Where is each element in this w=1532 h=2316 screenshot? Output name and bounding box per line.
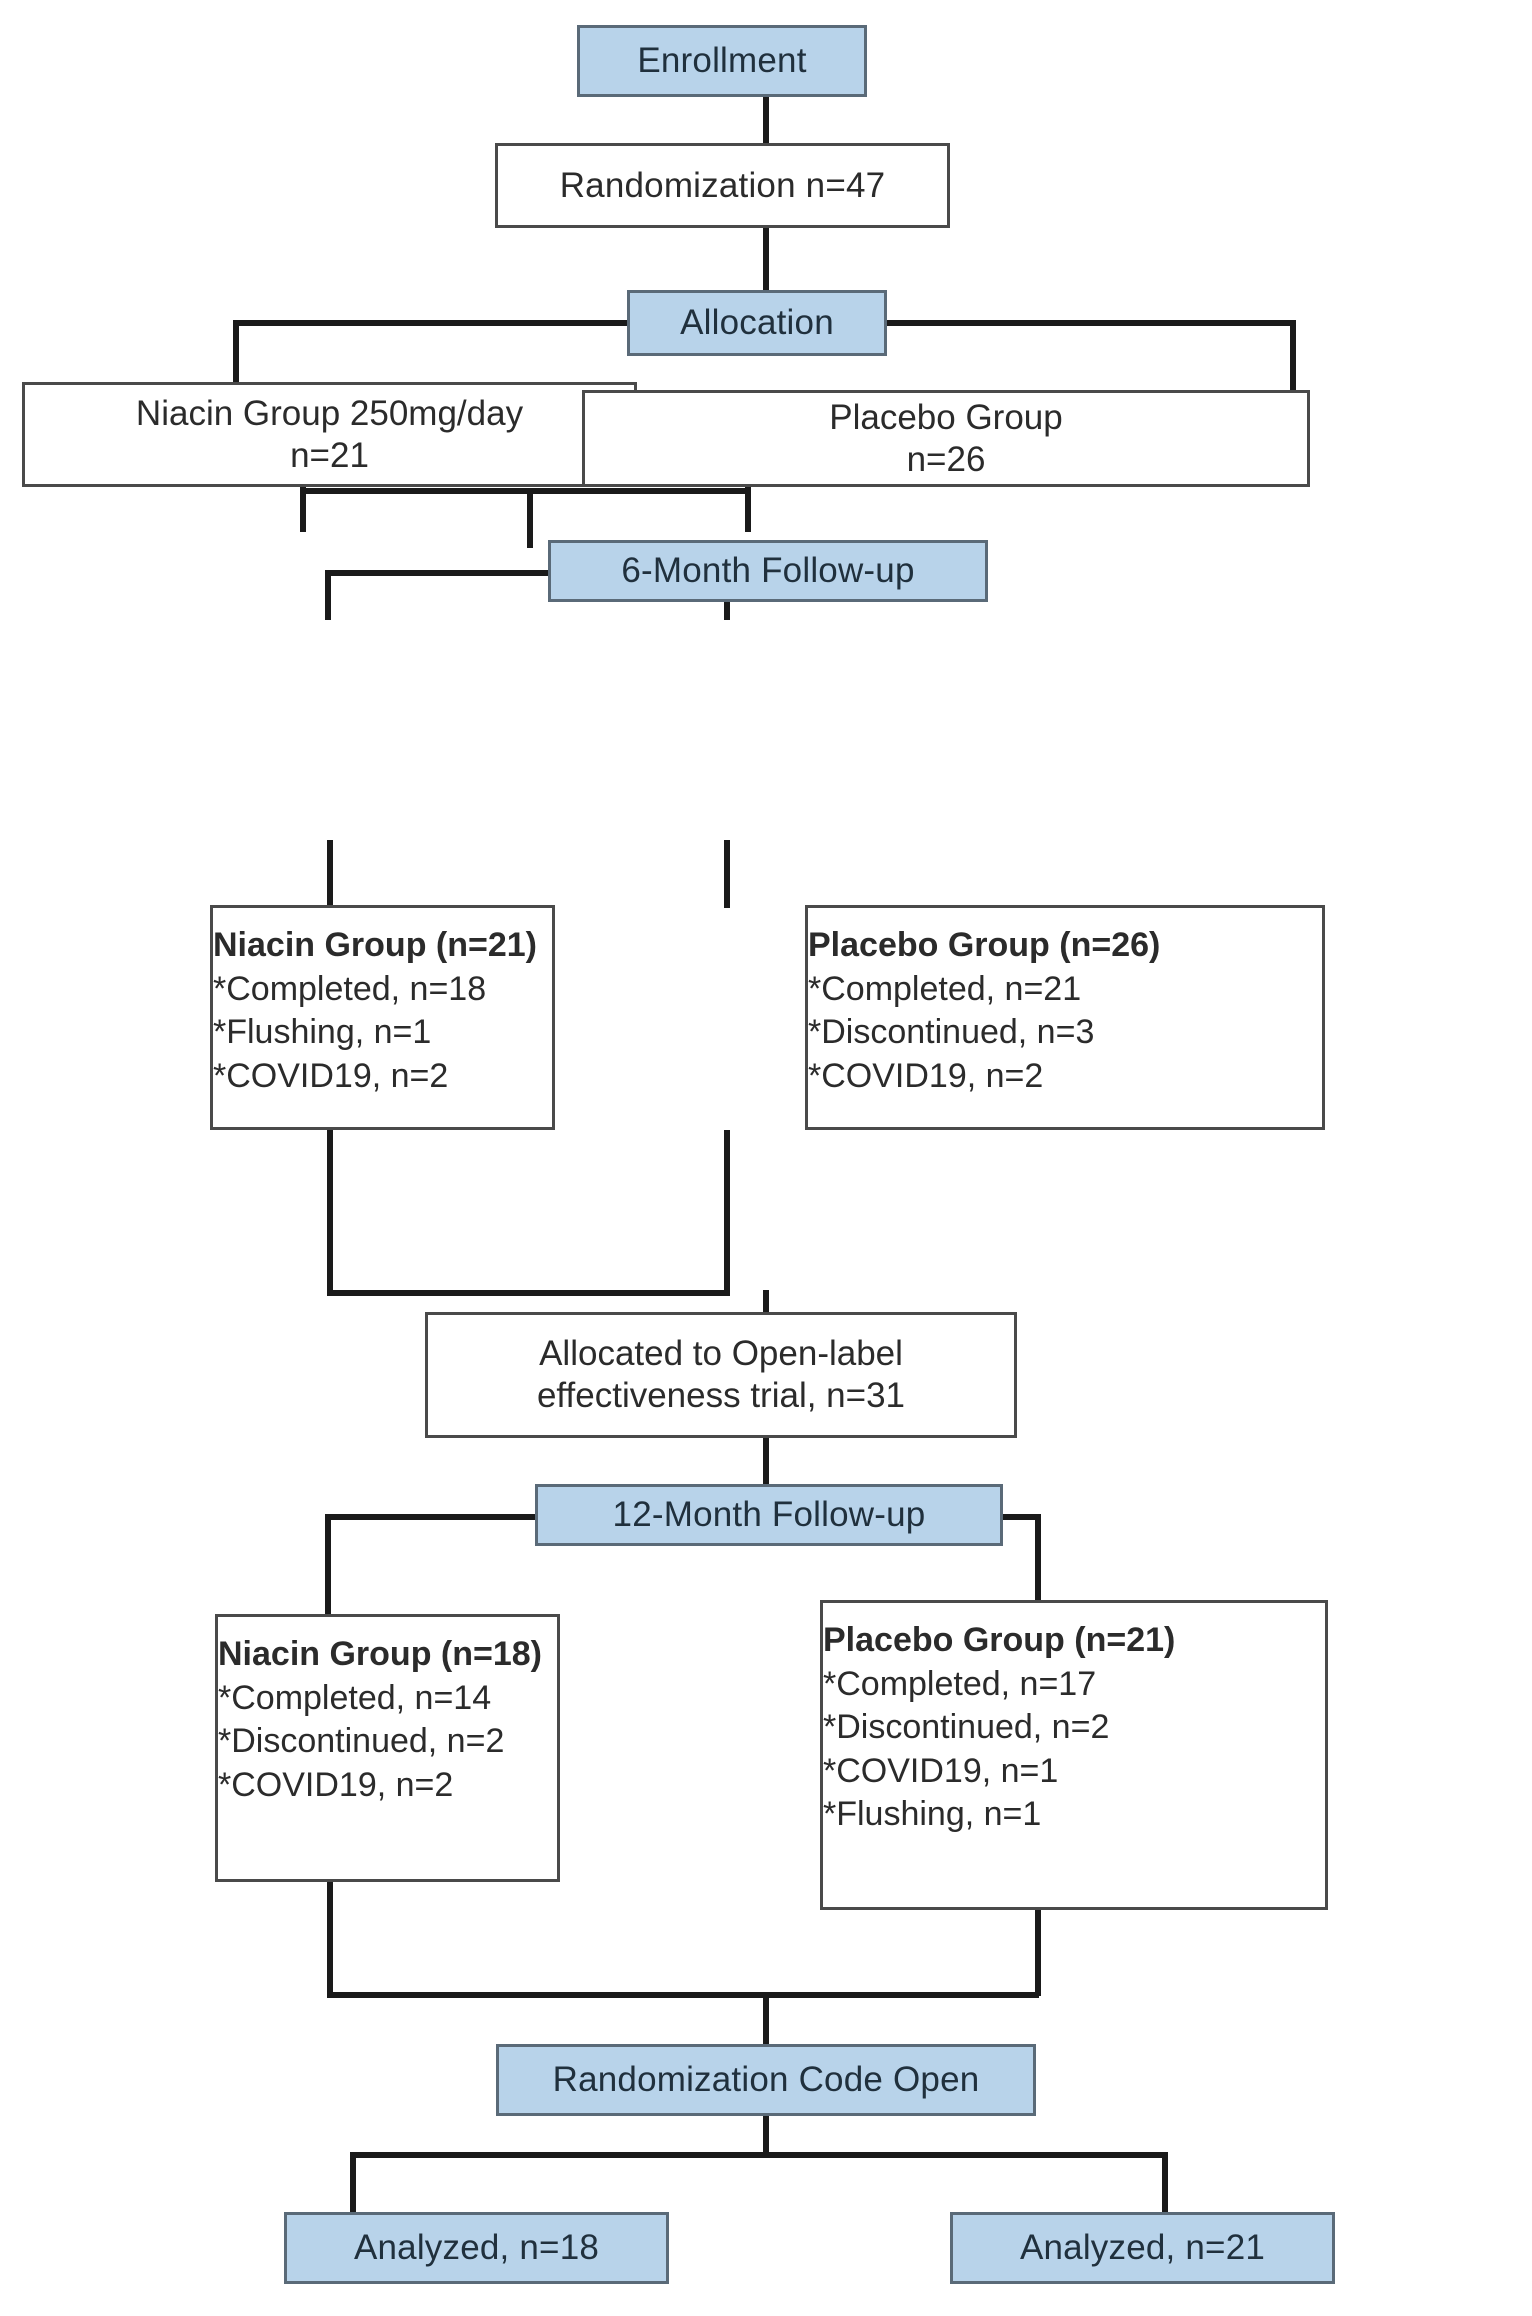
- node-placebo-6month-item-1: *Discontinued, n=3: [808, 1013, 1095, 1052]
- connector-randomization-to-allocation: [763, 226, 769, 300]
- node-niacin-allocation-line1: Niacin Group 250mg/day: [135, 393, 524, 433]
- connector-analyzed-split-bar: [350, 2152, 1168, 2158]
- node-allocation[interactable]: Allocation: [627, 290, 887, 356]
- node-placebo-allocation[interactable]: Placebo Group n=26: [582, 390, 1310, 487]
- connector-merge-to-6m: [527, 488, 533, 548]
- node-placebo-allocation-line1: Placebo Group: [829, 397, 1063, 437]
- connector-enrollment-to-randomization: [763, 95, 769, 145]
- connector-12m-split-bar-right: [1000, 1514, 1040, 1520]
- connector-12m-split-bar: [325, 1514, 735, 1520]
- node-enrollment[interactable]: Enrollment: [577, 25, 867, 97]
- node-open-label-line2: effectiveness trial, n=31: [536, 1376, 906, 1415]
- connector-12m-merge-bar: [327, 1992, 1039, 1998]
- node-niacin-6month[interactable]: Niacin Group (n=21) *Completed, n=18 *Fl…: [210, 905, 555, 1130]
- node-niacin-12month-item-1: *Discontinued, n=2: [218, 1722, 505, 1761]
- connector-niacin-alloc-down: [300, 482, 306, 532]
- connector-niacin6m-leg: [327, 1130, 333, 1296]
- node-placebo-6month[interactable]: Placebo Group (n=26) *Completed, n=21 *D…: [805, 905, 1325, 1130]
- node-analyzed-placebo-label: Analyzed, n=21: [1019, 2228, 1266, 2267]
- node-placebo-6month-heading: Placebo Group (n=26): [808, 926, 1161, 964]
- connector-allocation-right-drop: [1290, 320, 1296, 390]
- node-niacin-12month-heading: Niacin Group (n=18): [218, 1635, 542, 1673]
- node-placebo-6month-item-0: *Completed, n=21: [808, 969, 1082, 1008]
- connector-placebo-alloc-down: [745, 482, 751, 532]
- node-randomization[interactable]: Randomization n=47: [495, 143, 950, 228]
- node-open-label-line1: Allocated to Open-label: [539, 1334, 903, 1373]
- connector-merge-to-codeopen: [763, 1992, 769, 2044]
- node-niacin-allocation[interactable]: Niacin Group 250mg/day n=21: [22, 382, 637, 487]
- node-enrollment-label: Enrollment: [637, 41, 807, 80]
- node-allocation-label: Allocation: [680, 303, 834, 342]
- connector-placebo6m-down: [724, 840, 730, 908]
- connector-codeopen-down: [763, 2116, 769, 2158]
- node-niacin-6month-item-2: *COVID19, n=2: [213, 1056, 449, 1095]
- node-placebo-6month-item-2: *COVID19, n=2: [808, 1056, 1044, 1095]
- node-niacin-6month-heading: Niacin Group (n=21): [213, 926, 537, 964]
- node-analyzed-niacin[interactable]: Analyzed, n=18: [284, 2212, 669, 2284]
- connector-6m-merge-bar: [327, 1290, 727, 1296]
- node-analyzed-niacin-label: Analyzed, n=18: [353, 2228, 600, 2267]
- node-niacin-allocation-line2: n=21: [290, 435, 369, 475]
- connector-6m-left-drop: [325, 570, 331, 620]
- node-placebo-12month-item-0: *Completed, n=17: [823, 1664, 1097, 1703]
- node-followup-6month[interactable]: 6-Month Follow-up: [548, 540, 988, 602]
- node-randomization-label: Randomization n=47: [559, 165, 886, 205]
- node-placebo-allocation-line2: n=26: [906, 439, 986, 479]
- node-followup-12month-label: 12-Month Follow-up: [612, 1495, 926, 1534]
- connector-merge-to-openlabel: [763, 1290, 769, 1312]
- node-followup-12month[interactable]: 12-Month Follow-up: [535, 1484, 1003, 1546]
- connector-openlabel-to-12m: [763, 1438, 769, 1484]
- node-placebo-12month-heading: Placebo Group (n=21): [823, 1621, 1176, 1659]
- node-randomization-code-open[interactable]: Randomization Code Open: [496, 2044, 1036, 2116]
- connector-alloc-merge-bar: [300, 488, 750, 494]
- node-placebo-12month-item-2: *COVID19, n=1: [823, 1751, 1059, 1790]
- node-niacin-12month-item-2: *COVID19, n=2: [218, 1765, 454, 1804]
- connector-placebo6m-leg: [724, 1130, 730, 1296]
- connector-analyzed-right-drop: [1162, 2152, 1168, 2214]
- connector-allocation-left-drop: [233, 320, 239, 386]
- node-niacin-12month-item-0: *Completed, n=14: [218, 1678, 492, 1717]
- node-placebo-12month-item-1: *Discontinued, n=2: [823, 1708, 1110, 1747]
- node-open-label-allocation[interactable]: Allocated to Open-label effectiveness tr…: [425, 1312, 1017, 1438]
- connector-niacin6m-down: [327, 840, 333, 908]
- connector-analyzed-left-drop: [350, 2152, 356, 2214]
- connector-6m-split-bar: [325, 570, 725, 576]
- node-niacin-12month[interactable]: Niacin Group (n=18) *Completed, n=14 *Di…: [215, 1614, 560, 1882]
- node-niacin-6month-item-1: *Flushing, n=1: [213, 1013, 432, 1052]
- connector-placebo12m-down: [1035, 1880, 1041, 1996]
- node-niacin-6month-item-0: *Completed, n=18: [213, 969, 487, 1008]
- node-placebo-12month[interactable]: Placebo Group (n=21) *Completed, n=17 *D…: [820, 1600, 1328, 1910]
- node-placebo-12month-item-3: *Flushing, n=1: [823, 1795, 1042, 1834]
- node-followup-6month-label: 6-Month Follow-up: [621, 551, 915, 590]
- connector-12m-left-drop: [325, 1514, 331, 1614]
- connector-niacin12m-down: [327, 1880, 333, 1996]
- node-analyzed-placebo[interactable]: Analyzed, n=21: [950, 2212, 1335, 2284]
- connector-12m-right-drop: [1035, 1514, 1041, 1614]
- node-randomization-code-open-label: Randomization Code Open: [552, 2060, 980, 2099]
